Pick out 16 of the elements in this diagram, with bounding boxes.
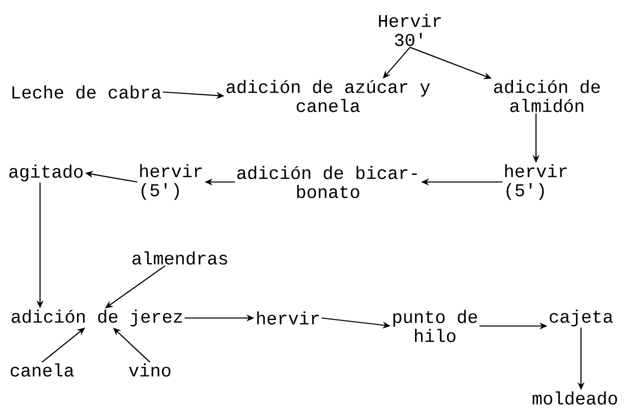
step-label: almendras [132,251,228,265]
step-label: hervir (5') [505,164,567,200]
step-label: moldeado [532,391,618,405]
step-label: punto de hilo [393,310,477,342]
step-label: Hervir 30' [379,14,441,46]
step-label: adición de almidón [494,80,600,112]
step-label: cajeta [550,310,613,326]
step-label: vino [129,363,170,377]
step-label: adición de azúcar y canela [226,80,430,112]
step-label: hervir [257,311,319,325]
step-label: adición de bicar- bonato [237,166,417,198]
step-label: Leche de cabra [12,85,161,99]
step-label: hervir (5') [140,164,202,200]
step-label: agitado [9,164,83,182]
step-label: adición de jerez [12,310,182,326]
step-label: canela [10,363,74,377]
